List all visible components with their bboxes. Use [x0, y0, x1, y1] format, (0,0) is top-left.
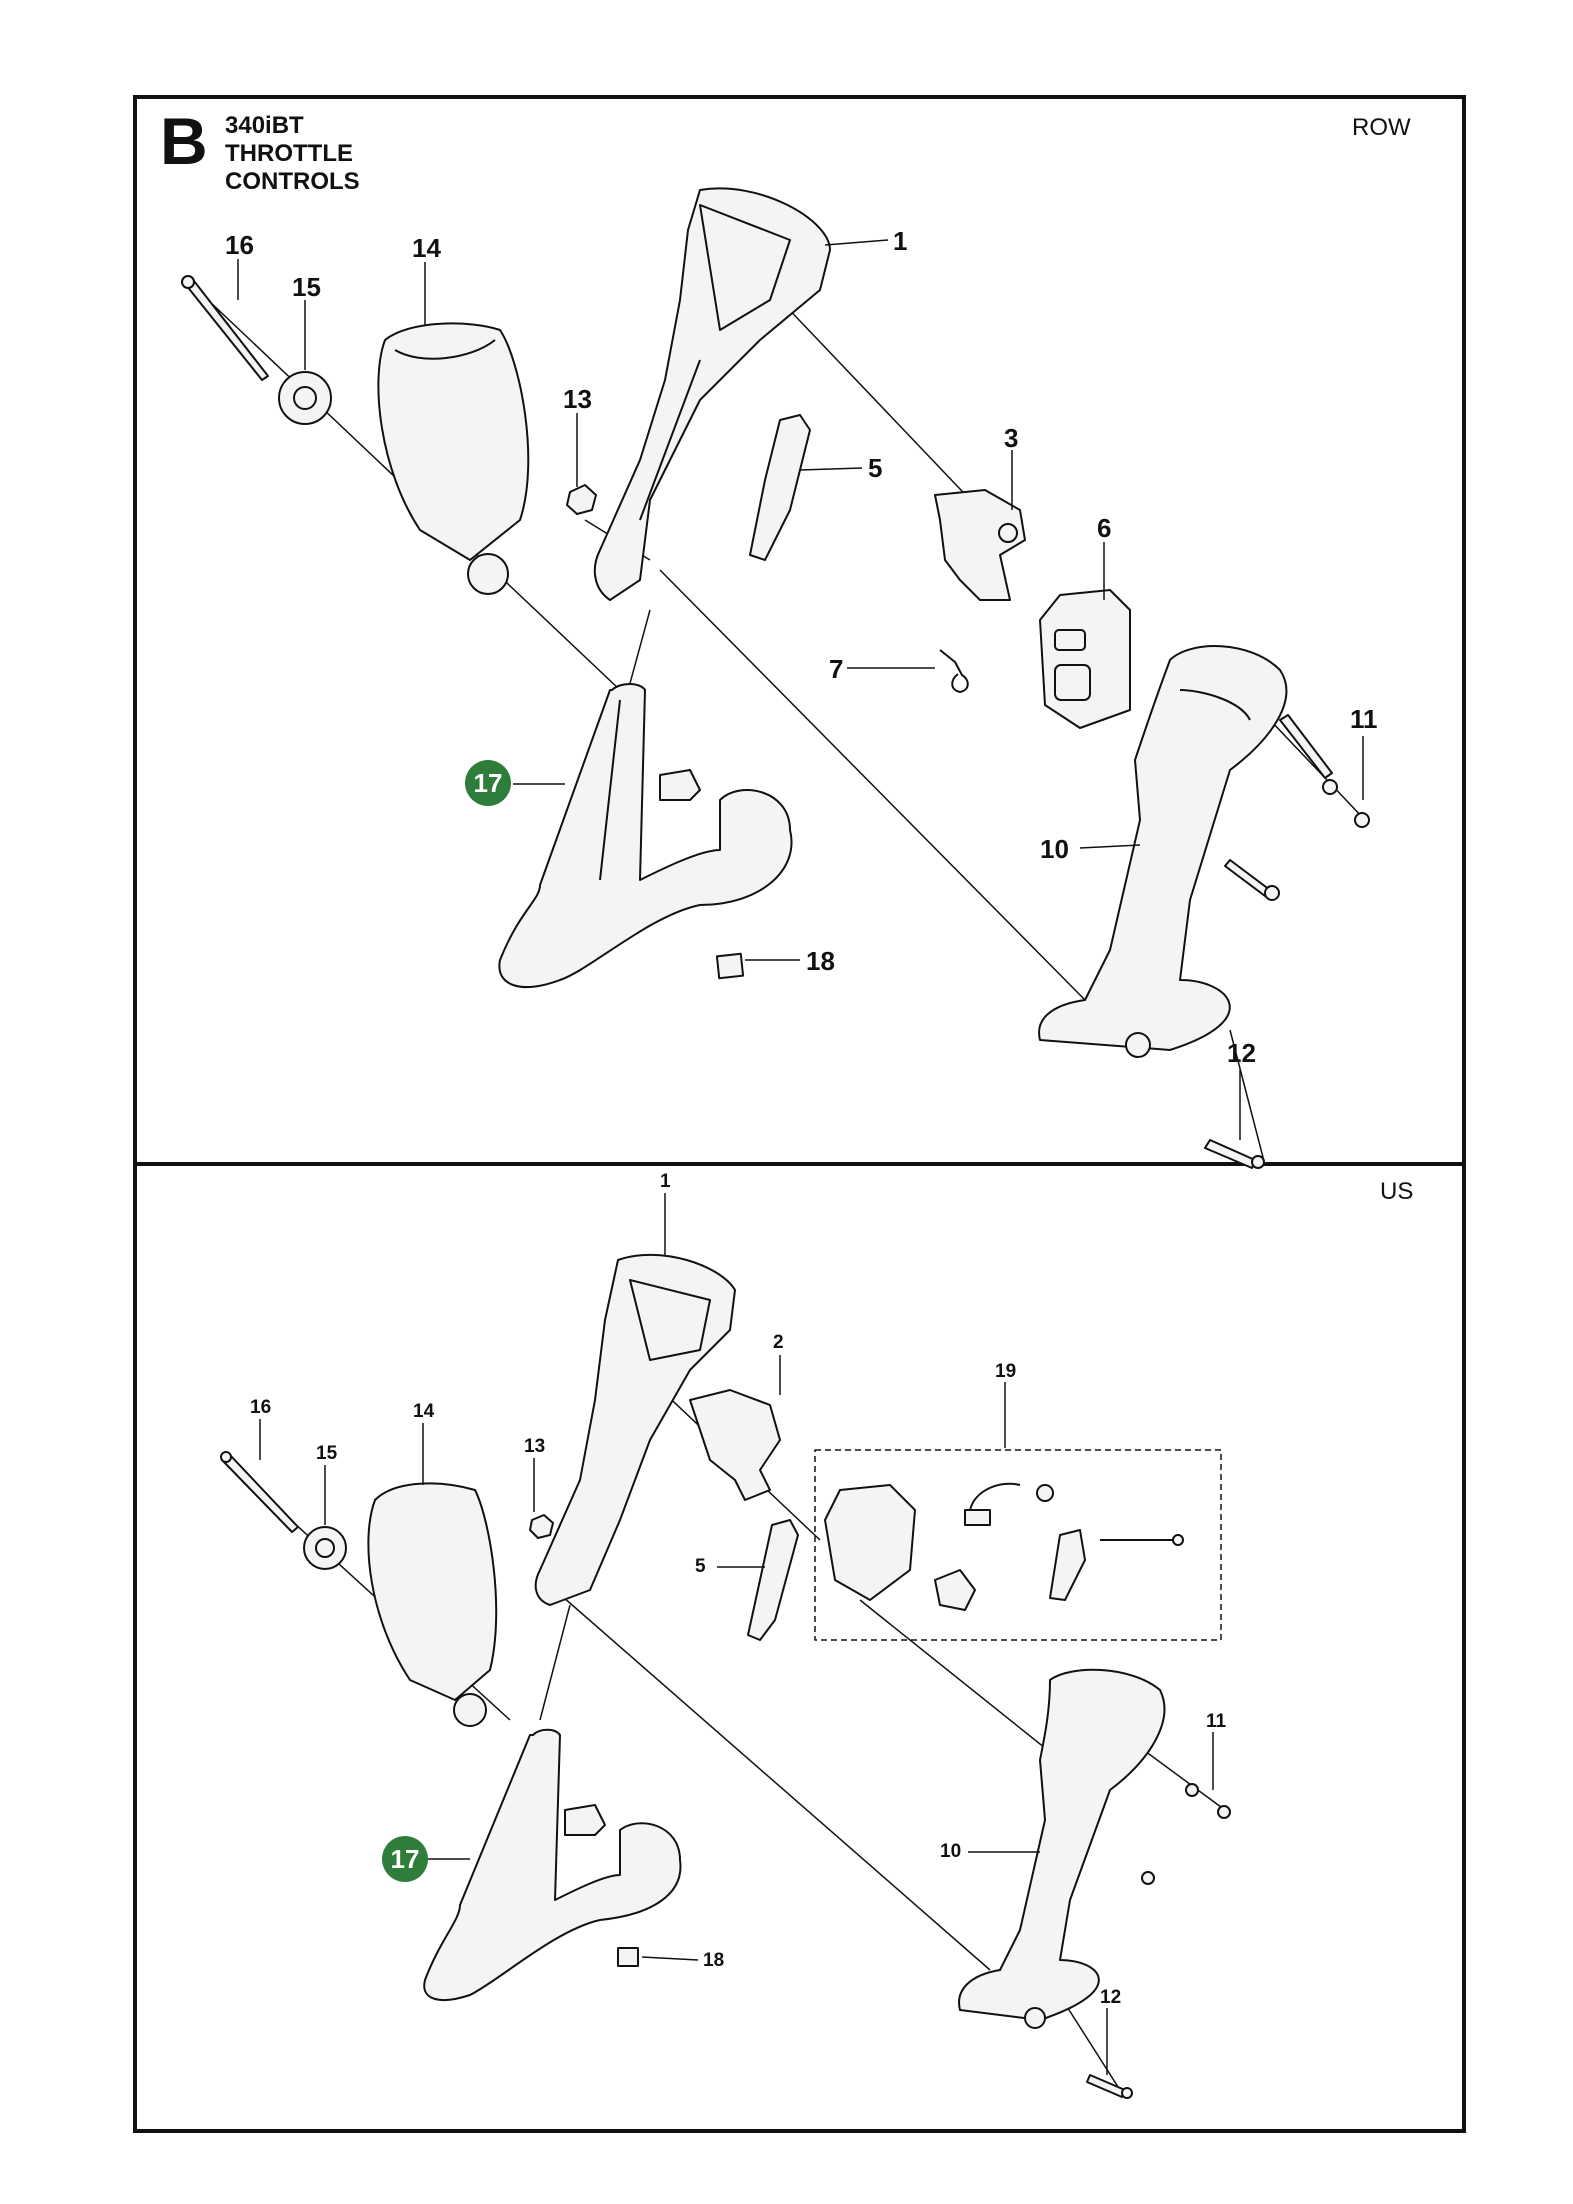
section-letter: B: [160, 104, 208, 178]
row-callout-16: 16: [225, 230, 254, 260]
diagram-frame: [133, 95, 1466, 2133]
us-callout-13: 13: [524, 1436, 546, 1457]
us-callout-16: 16: [250, 1397, 272, 1418]
panel-divider: [133, 1162, 1466, 1166]
model-name: 340iBT: [225, 112, 304, 139]
row-callout-13: 13: [563, 384, 592, 414]
region-label-us: US: [1380, 1178, 1414, 1205]
us-callout-2: 2: [773, 1332, 784, 1353]
us-callout-1: 1: [660, 1171, 671, 1192]
row-callout-1: 1: [893, 226, 908, 256]
us-callout-18: 18: [703, 1950, 725, 1971]
row-callout-7: 7: [829, 654, 844, 684]
us-callout-14: 14: [413, 1401, 435, 1422]
diagram-title: THROTTLE CONTROLS: [225, 140, 360, 195]
row-callout-6: 6: [1097, 513, 1112, 543]
us-callout-5: 5: [695, 1556, 706, 1577]
us-callout-15: 15: [316, 1443, 338, 1464]
row-callout-18: 18: [806, 946, 835, 976]
row-callout-11: 11: [1350, 704, 1378, 734]
us-callout-12: 12: [1100, 1987, 1122, 2008]
us-callout-17-badge: 17: [382, 1836, 428, 1882]
row-callout-14: 14: [412, 233, 441, 263]
row-callout-3: 3: [1004, 423, 1019, 453]
region-label-row: ROW: [1352, 114, 1411, 141]
row-callout-15: 15: [292, 272, 321, 302]
row-callout-17-badge: 17: [465, 760, 511, 806]
us-callout-19: 19: [995, 1361, 1017, 1382]
row-callout-10: 10: [1040, 834, 1069, 864]
us-callout-11: 11: [1206, 1711, 1227, 1732]
row-callout-12: 12: [1227, 1038, 1256, 1068]
us-callout-10: 10: [940, 1841, 962, 1862]
row-callout-5: 5: [868, 453, 883, 483]
